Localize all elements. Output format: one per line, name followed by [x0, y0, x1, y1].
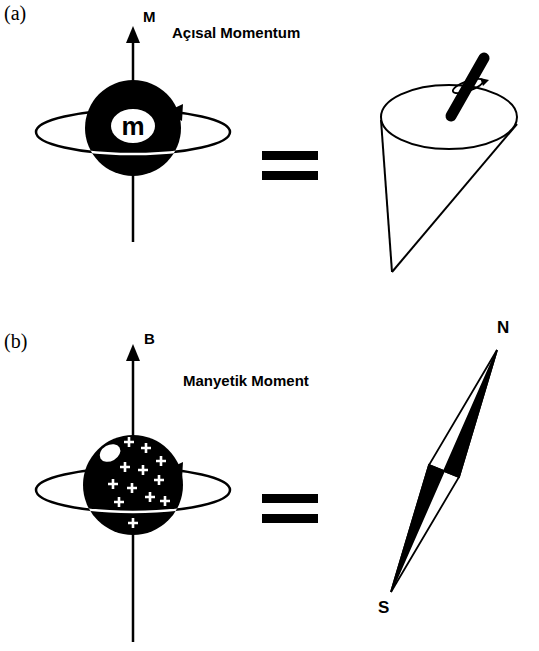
vector-label: B [144, 330, 155, 347]
panel-letter: (a) [4, 2, 26, 25]
equals-sign [262, 151, 318, 160]
panel-letter: (b) [4, 330, 27, 353]
equals-sign [262, 494, 318, 503]
quantity-label: Açısal Momentum [172, 24, 300, 41]
mass-sphere: m [85, 80, 181, 176]
arrow-head [126, 26, 140, 43]
pole-label: S [378, 598, 389, 618]
equals-sign [262, 514, 318, 523]
mass-symbol: m [121, 113, 144, 139]
quantity-label: Manyetik Moment [183, 372, 309, 389]
pole-label: N [497, 318, 509, 338]
vector-label: M [143, 8, 156, 25]
equals-sign [262, 171, 318, 180]
compass-needle [391, 350, 497, 592]
charged-sphere [36, 435, 230, 535]
arrow-head [126, 344, 140, 361]
spinning-top [381, 58, 517, 272]
